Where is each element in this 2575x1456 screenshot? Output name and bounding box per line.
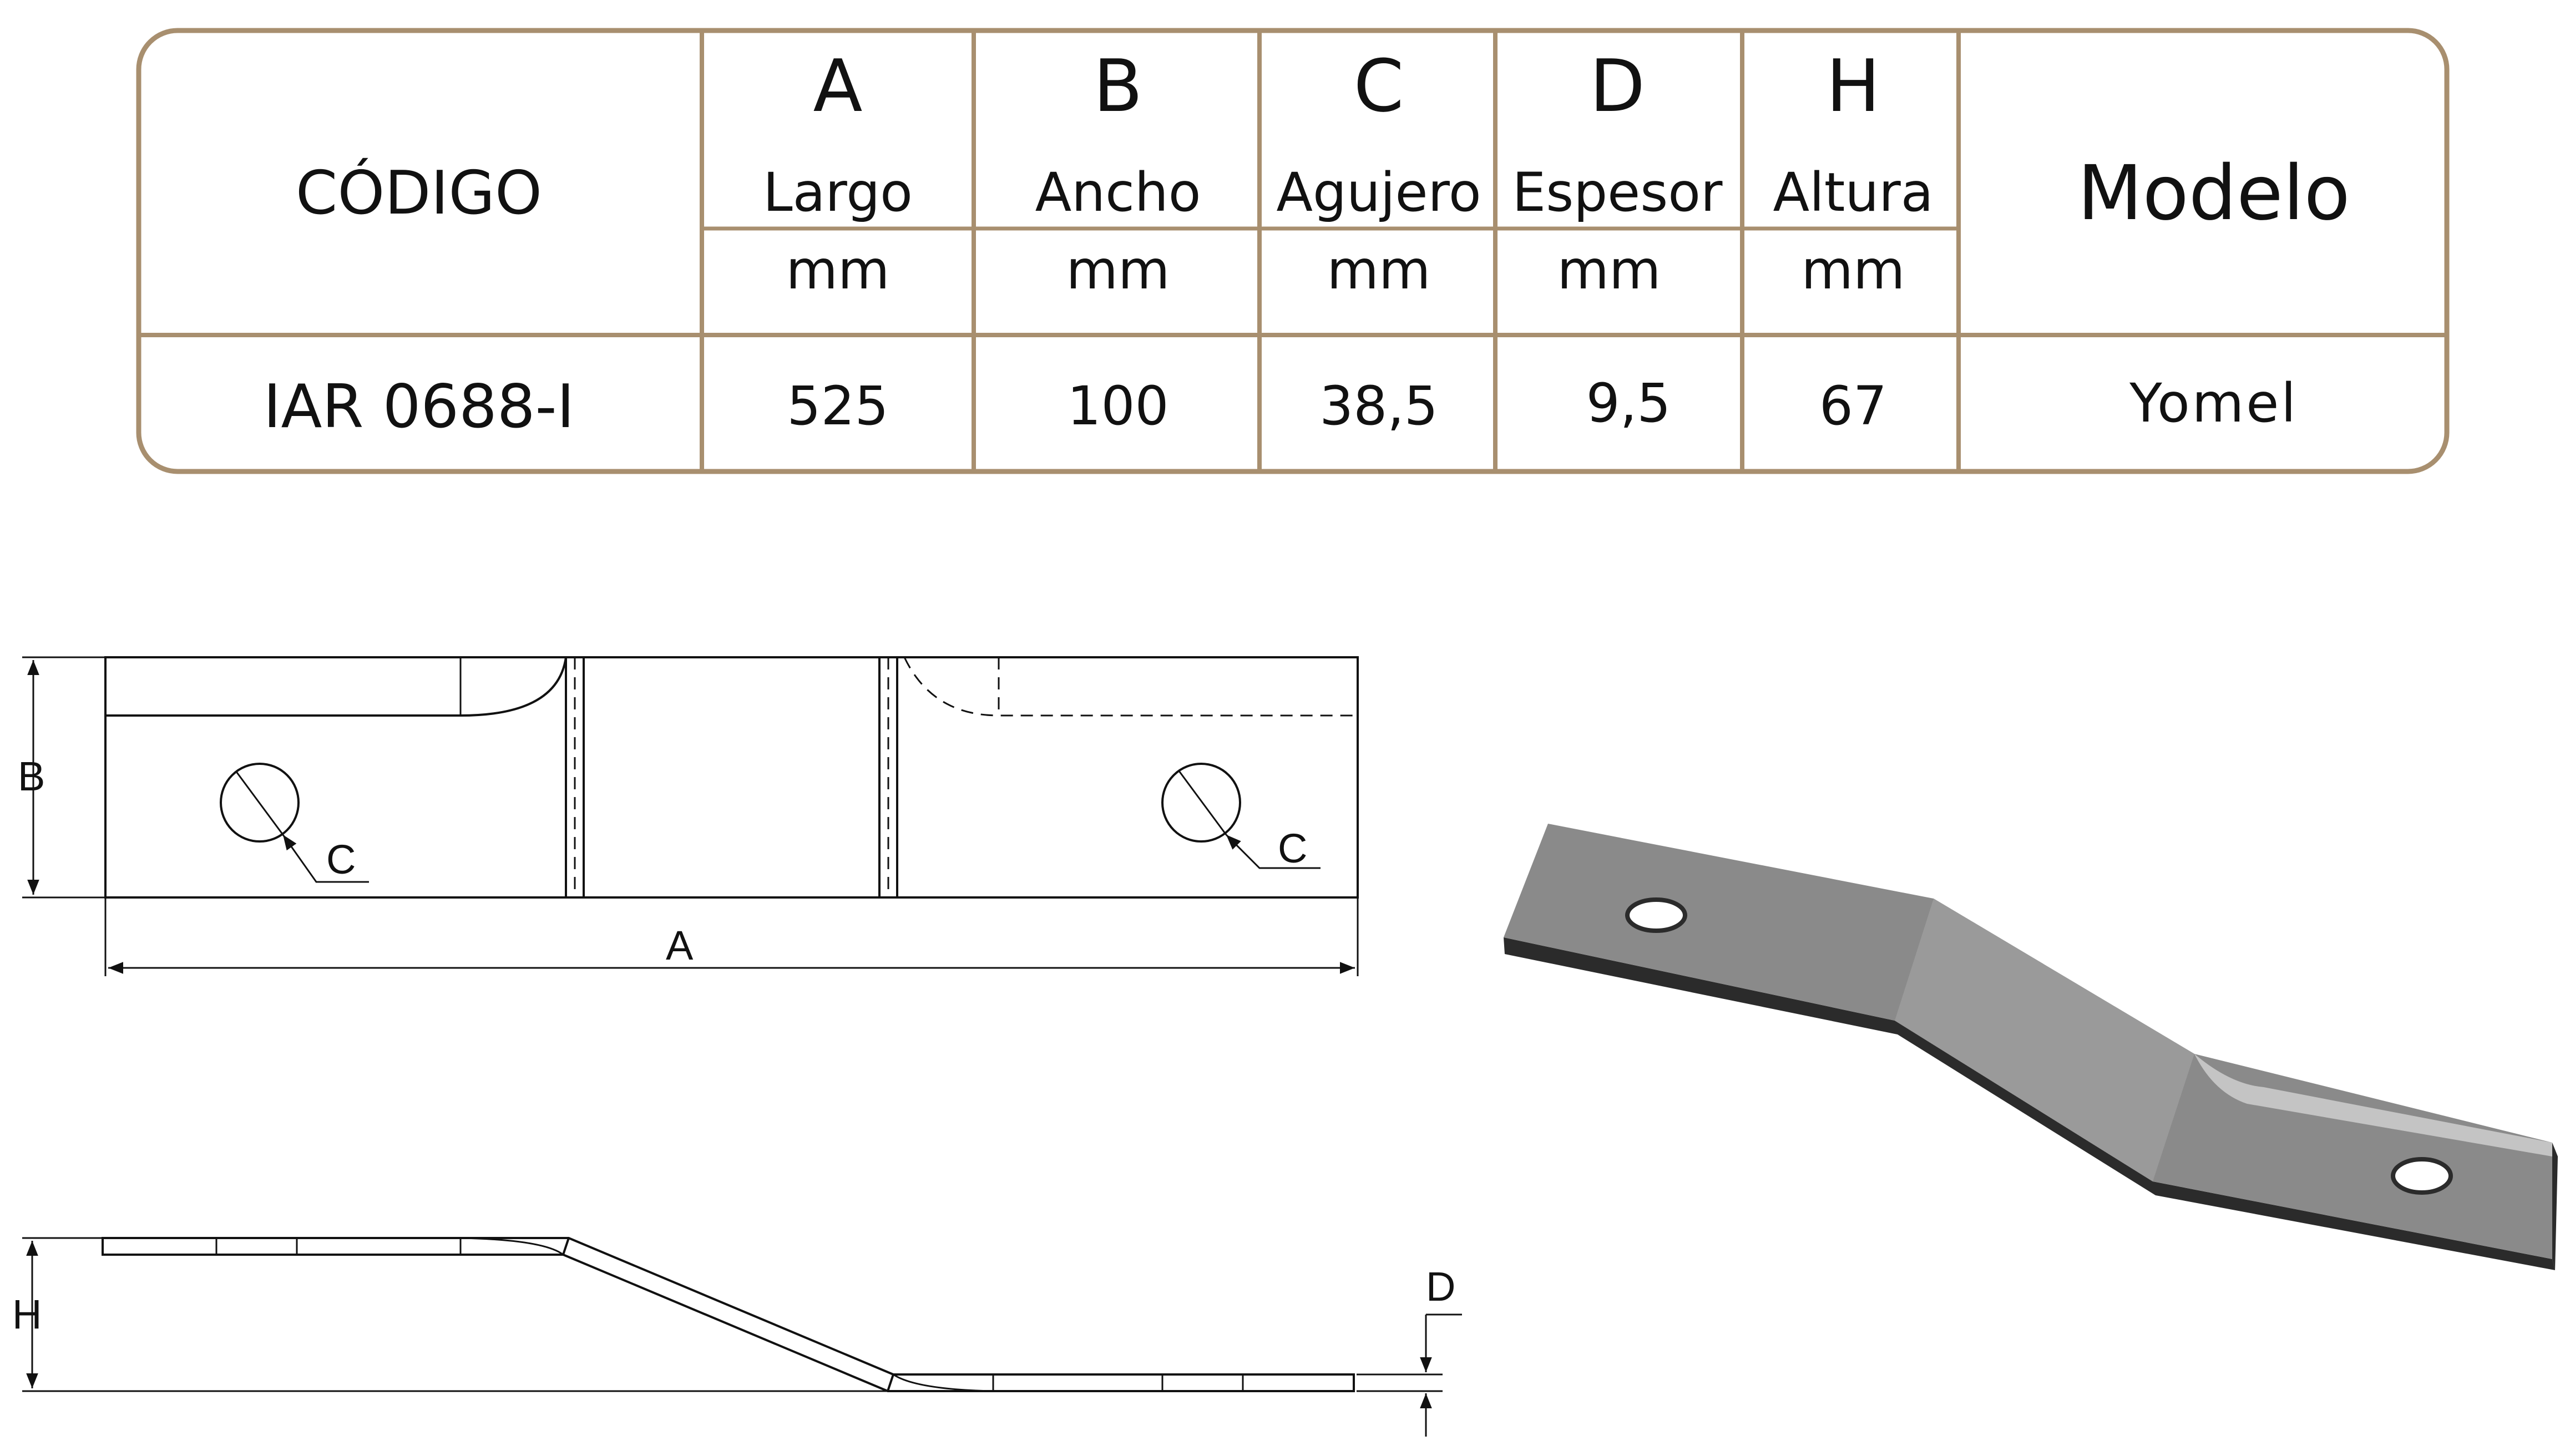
row-codigo: IAR 0688-I (264, 372, 575, 442)
header-modelo: Modelo (2077, 150, 2350, 237)
row-value-h: 67 (1819, 375, 1887, 437)
header-unit-b: mm (1066, 239, 1170, 301)
header-letter-b: B (1093, 44, 1142, 128)
header-name-largo: Largo (763, 161, 913, 224)
header-codigo: CÓDIGO (296, 158, 542, 228)
side-view-outline (102, 1237, 1355, 1392)
header-letter-a: A (813, 44, 863, 128)
top-view-right-hidden-step (903, 657, 1358, 717)
dimension-b-label: B (18, 753, 45, 799)
part-edge (1504, 937, 2555, 1270)
part-3d-render (1504, 824, 2558, 1270)
row-value-d: 9,5 (1586, 372, 1671, 434)
dimension-a-label: A (666, 922, 694, 968)
header-letter-h: H (1826, 44, 1880, 128)
header-name-espesor: Espesor (1512, 161, 1723, 224)
top-view: C C B A (18, 656, 1359, 976)
header-letter-d: D (1590, 44, 1645, 128)
top-view-outline (104, 656, 1359, 899)
render-right-hole (2391, 1157, 2453, 1195)
table-grid (136, 28, 2450, 474)
right-hole (1161, 763, 1241, 843)
row-value-b: 100 (1067, 375, 1168, 437)
dimension-d-label: D (1426, 1264, 1455, 1310)
table-outline (136, 28, 2450, 474)
top-view-left-step (105, 657, 567, 717)
row-value-c: 38,5 (1319, 375, 1438, 437)
render-left-hole (1625, 897, 1687, 933)
header-unit-a: mm (786, 239, 889, 301)
header-name-ancho: Ancho (1035, 161, 1201, 224)
header-unit-c: mm (1327, 239, 1430, 301)
header-name-altura: Altura (1773, 161, 1933, 224)
header-name-agujero: Agujero (1276, 161, 1481, 224)
left-hole-label: C (326, 836, 356, 882)
left-hole (220, 763, 300, 843)
right-hole-label: C (1278, 825, 1307, 871)
header-letter-c: C (1354, 44, 1404, 128)
side-view: H D (12, 1237, 1462, 1437)
dimension-h-label: H (12, 1291, 42, 1337)
header-unit-h: mm (1801, 239, 1905, 301)
part-bend-surface (1895, 899, 2194, 1181)
header-unit-d: mm (1557, 239, 1661, 301)
row-modelo: Yomel (2129, 372, 2298, 434)
row-value-a: 525 (787, 375, 888, 437)
